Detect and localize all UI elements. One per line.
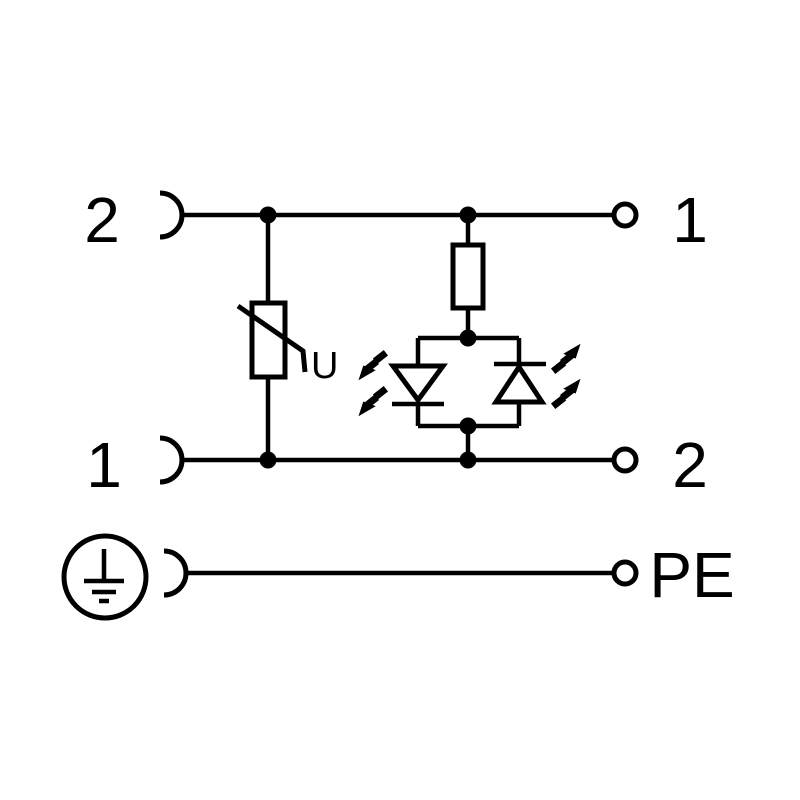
pin-label-left-top: 2 — [84, 184, 120, 256]
terminal-label-pe: PE — [649, 539, 734, 611]
varistor-icon — [236, 300, 308, 380]
varistor-branch — [236, 215, 308, 460]
socket-contact-icon — [159, 435, 185, 485]
terminal-circle-icon — [611, 559, 639, 587]
resistor-branch — [450, 215, 486, 338]
terminal-label-right-bottom: 2 — [672, 429, 708, 501]
led-bridge — [358, 335, 581, 460]
pin-label-left-bottom: 1 — [86, 429, 122, 501]
terminal-circle-icon — [611, 201, 639, 229]
led-down-icon — [388, 338, 448, 426]
led-emission-arrow-icon — [358, 350, 389, 381]
socket-contact-icon — [159, 190, 185, 240]
terminal-label-right-top: 1 — [672, 184, 708, 256]
resistor-icon — [450, 242, 486, 311]
varistor-label: U — [311, 345, 338, 387]
led-emission-arrow-icon — [550, 378, 581, 409]
led-emission-arrow-icon — [550, 343, 581, 374]
protective-earth-icon — [61, 533, 149, 621]
led-emission-arrow-icon — [358, 386, 389, 417]
socket-contact-icon — [163, 548, 189, 598]
led-up-icon — [491, 338, 547, 426]
terminal-circle-icon — [611, 446, 639, 474]
